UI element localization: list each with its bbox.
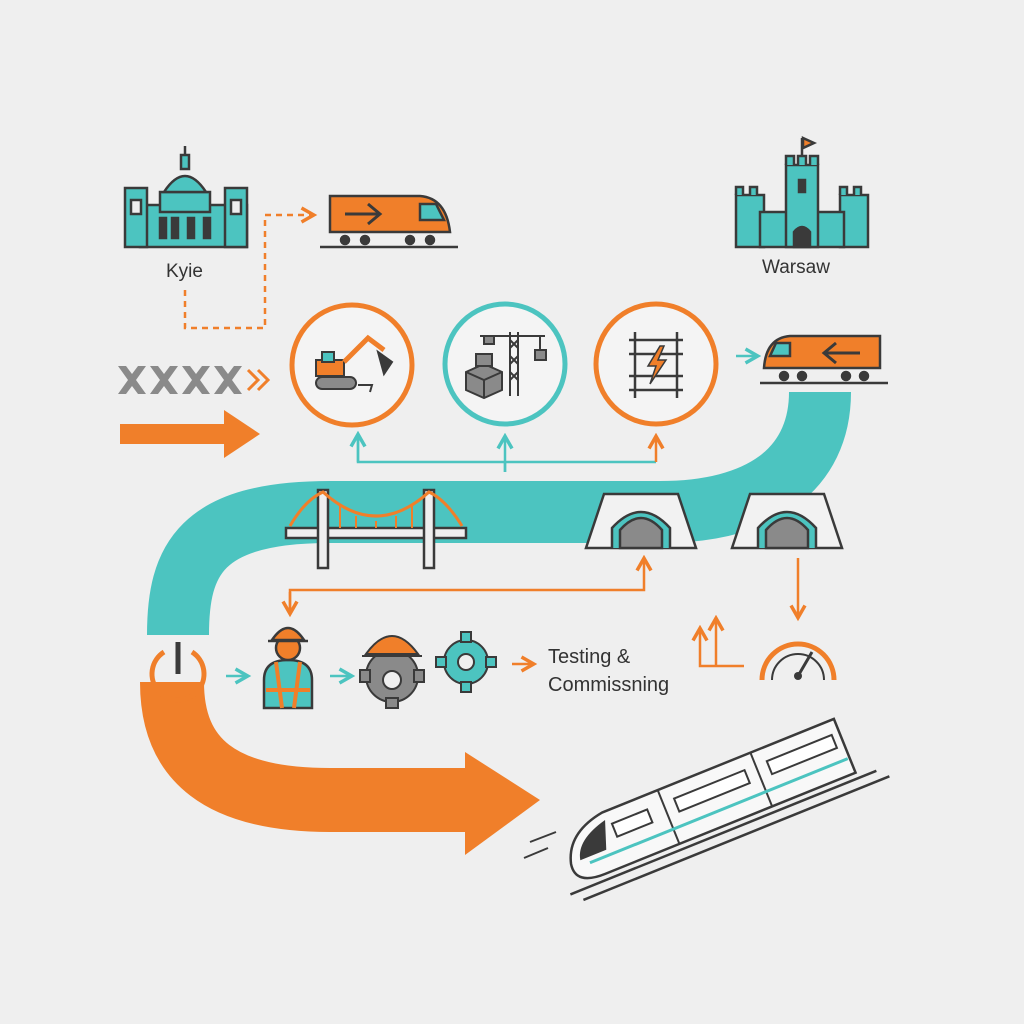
tunnel-feedback-loop [288,560,644,612]
feedback-branch [356,436,656,472]
step-electrification [593,301,719,427]
tunnel-icon [584,492,698,550]
city-hall-icon [123,146,249,249]
gear-helmet-icon [359,635,425,709]
high-speed-train-icon [523,717,890,902]
crane-icon [465,332,547,400]
worker-icon [262,626,314,710]
excavator-icon [315,334,394,393]
step-construction [442,301,568,427]
route-orange-arrow [140,680,540,855]
departure-dashed-route [183,215,312,330]
step-excavation [289,302,415,428]
speedometer-icon [759,641,837,681]
tunnel-icon [730,492,844,550]
iteration-loop [700,620,744,668]
origin-city-label: Kyie [166,261,203,282]
testing-label-line2: Commissning [548,674,669,696]
start-arrow [120,410,260,458]
route-teal-path [147,390,851,636]
tools-sequence [118,366,271,394]
freight-train-right-icon [320,194,458,249]
electrified-track-icon [629,332,683,398]
freight-train-left-icon [760,334,888,385]
castle-icon [734,136,870,249]
suspension-bridge-icon [284,488,468,570]
power-icon [149,642,207,703]
gear-icon [435,631,497,693]
destination-city-label: Warsaw [762,257,830,278]
testing-label-line1: Testing & [548,646,631,668]
